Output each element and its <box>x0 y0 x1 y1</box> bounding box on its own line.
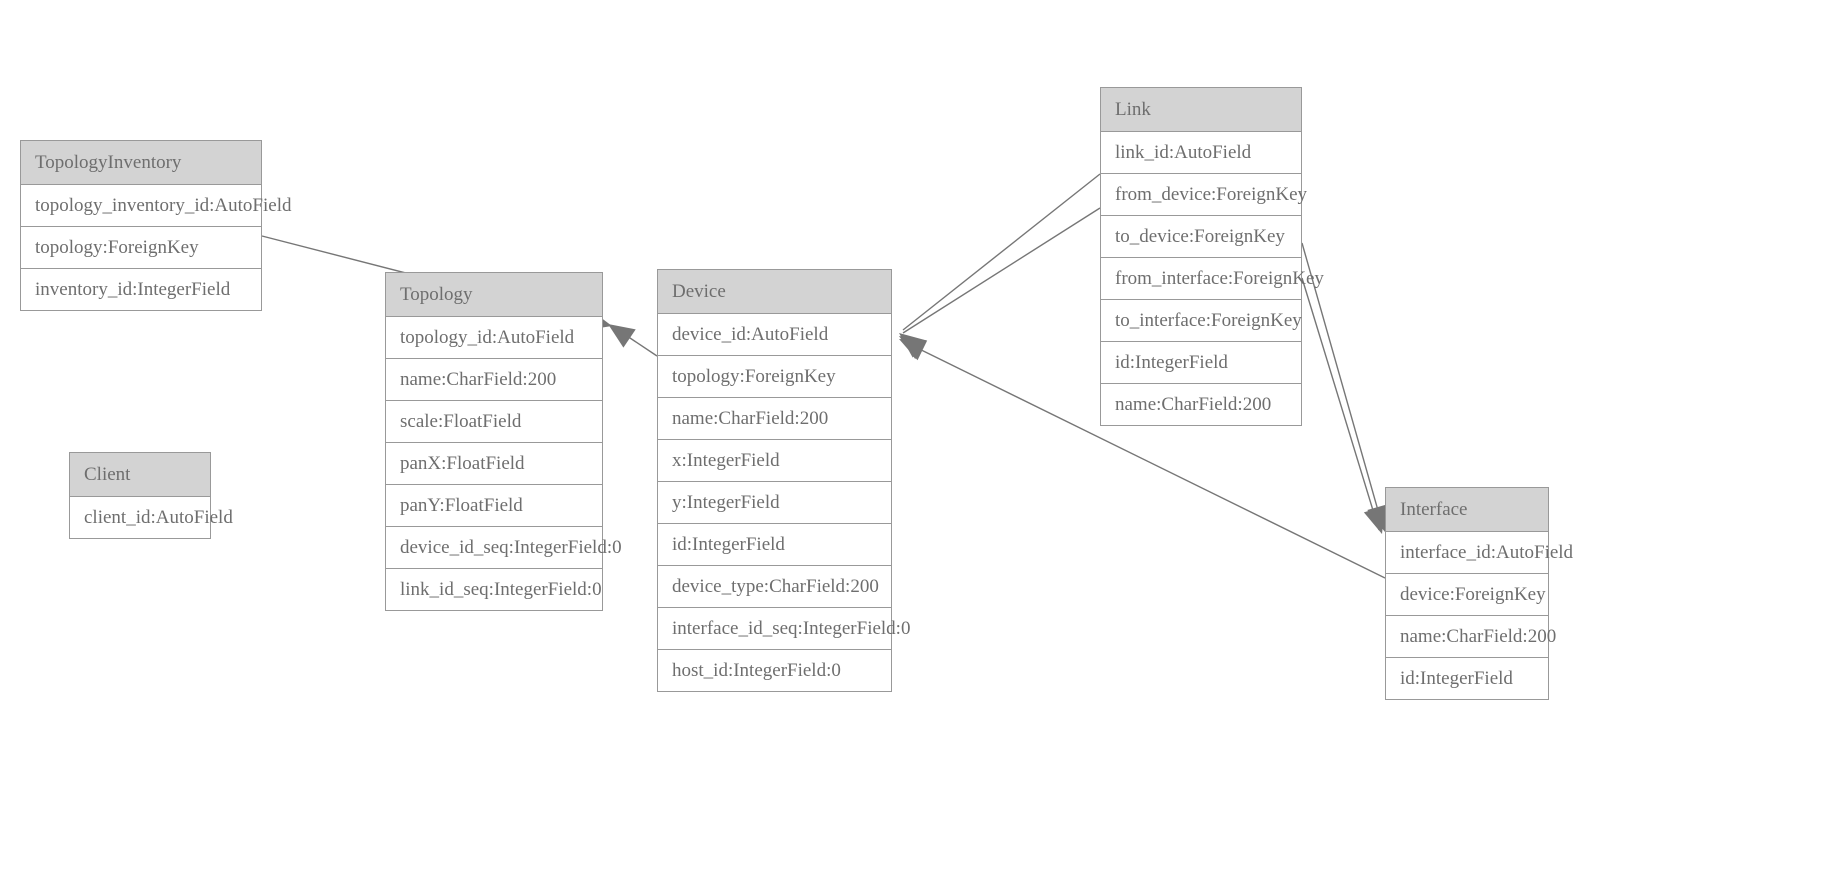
entity-field: host_id:IntegerField:0 <box>658 650 891 691</box>
entity-field: from_interface:ForeignKey <box>1101 258 1324 300</box>
entity-field: client_id:AutoField <box>70 497 233 538</box>
entity-field: interface_id:AutoField <box>1386 532 1573 574</box>
relation-arrowhead <box>899 333 927 358</box>
entity-field: name:CharField:200 <box>1101 384 1301 425</box>
relation-arrowhead <box>608 324 636 348</box>
entity-field: name:CharField:200 <box>658 398 891 440</box>
entity-title-device: Device <box>658 270 891 314</box>
entity-title-topology: Topology <box>386 273 602 317</box>
relation-link-from-device <box>899 173 1101 358</box>
entity-field: x:IntegerField <box>658 440 891 482</box>
entity-field: link_id_seq:IntegerField:0 <box>386 569 602 610</box>
entity-field: topology:ForeignKey <box>21 227 261 269</box>
entity-field: topology_inventory_id:AutoField <box>21 185 292 227</box>
entity-field: y:IntegerField <box>658 482 891 524</box>
entity-field: panY:FloatField <box>386 485 602 527</box>
relation-arrowhead <box>899 339 928 361</box>
entity-field: from_device:ForeignKey <box>1101 174 1307 216</box>
entity-title-link: Link <box>1101 88 1301 132</box>
relation-link-to-interface <box>1301 277 1385 534</box>
entity-field: id:IntegerField <box>1101 342 1301 384</box>
entity-field: link_id:AutoField <box>1101 132 1301 174</box>
entity-field: interface_id_seq:IntegerField:0 <box>658 608 910 650</box>
relation-line <box>902 173 1101 331</box>
entity-field: panX:FloatField <box>386 443 602 485</box>
relation-line <box>902 207 1101 334</box>
entity-field: name:CharField:200 <box>386 359 602 401</box>
entity-field: inventory_id:IntegerField <box>21 269 261 310</box>
entity-field: device:ForeignKey <box>1386 574 1548 616</box>
relation-line <box>1301 277 1380 531</box>
entity-field: topology:ForeignKey <box>658 356 891 398</box>
entity-field: to_device:ForeignKey <box>1101 216 1301 258</box>
entity-title-topologyinventory: TopologyInventory <box>21 141 261 185</box>
entity-title-client: Client <box>70 453 210 497</box>
relation-link-to-device <box>899 207 1101 360</box>
entity-field: device_id:AutoField <box>658 314 891 356</box>
entity-field: device_id_seq:IntegerField:0 <box>386 527 622 569</box>
entity-title-interface: Interface <box>1386 488 1548 532</box>
entity-field: scale:FloatField <box>386 401 602 443</box>
entity-field: id:IntegerField <box>1386 658 1548 699</box>
entity-field: id:IntegerField <box>658 524 891 566</box>
relation-device-to-topology <box>608 324 658 357</box>
entity-field: name:CharField:200 <box>1386 616 1556 658</box>
relation-line <box>611 325 658 357</box>
entity-field: device_type:CharField:200 <box>658 566 891 608</box>
entity-field: to_interface:ForeignKey <box>1101 300 1302 342</box>
relation-arrowhead <box>899 336 927 360</box>
entity-field: topology_id:AutoField <box>386 317 602 359</box>
